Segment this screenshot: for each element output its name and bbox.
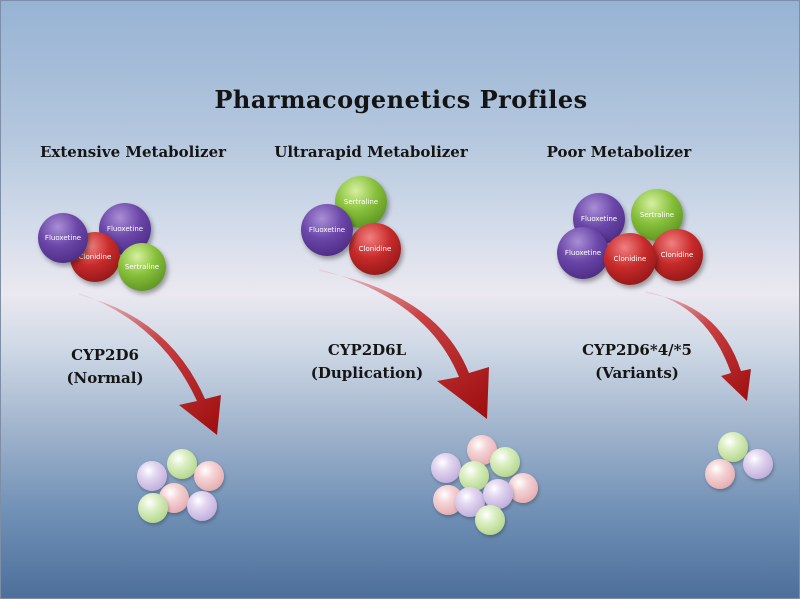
enzyme-note: (Variants): [595, 364, 679, 382]
heading-extensive: Extensive Metabolizer: [39, 143, 227, 161]
clonidine-sphere: Clonidine: [651, 229, 703, 281]
heading-poor: Poor Metabolizer: [546, 143, 692, 161]
metabolite-bead: [431, 453, 461, 483]
enzyme-name: CYP2D6*4/*5: [582, 341, 692, 359]
metabolite-bead: [475, 505, 505, 535]
sertraline-sphere: Sertraline: [118, 243, 166, 291]
metabolite-bead: [490, 447, 520, 477]
curved-arrow-ultrarapid: [319, 269, 489, 419]
metabolite-bead: [718, 432, 748, 462]
curved-arrow-extensive: [79, 293, 221, 435]
enzyme-note: (Normal): [66, 369, 144, 387]
enzyme-label-ultrarapid: CYP2D6L (Duplication): [267, 339, 467, 385]
metabolite-bead: [187, 491, 217, 521]
fluoxetine-sphere: Fluoxetine: [557, 227, 609, 279]
clonidine-sphere: Clonidine: [604, 233, 656, 285]
enzyme-label-extensive: CYP2D6 (Normal): [5, 344, 205, 390]
metabolite-bead: [705, 459, 735, 489]
enzyme-note: (Duplication): [310, 364, 424, 382]
metabolite-bead: [167, 449, 197, 479]
curved-arrow-poor: [645, 291, 751, 401]
enzyme-label-poor: CYP2D6*4/*5 (Variants): [537, 339, 737, 385]
metabolite-bead: [138, 493, 168, 523]
fluoxetine-sphere: Fluoxetine: [301, 204, 353, 256]
metabolite-bead: [137, 461, 167, 491]
clonidine-sphere: Clonidine: [349, 223, 401, 275]
metabolite-bead: [483, 479, 513, 509]
metabolite-bead: [743, 449, 773, 479]
heading-ultrarapid: Ultrarapid Metabolizer: [274, 143, 468, 161]
enzyme-name: CYP2D6L: [327, 341, 407, 359]
fluoxetine-sphere: Fluoxetine: [38, 213, 88, 263]
metabolite-bead: [508, 473, 538, 503]
enzyme-name: CYP2D6: [71, 346, 139, 364]
metabolite-bead: [194, 461, 224, 491]
page-title: Pharmacogenetics Profiles: [214, 85, 588, 114]
